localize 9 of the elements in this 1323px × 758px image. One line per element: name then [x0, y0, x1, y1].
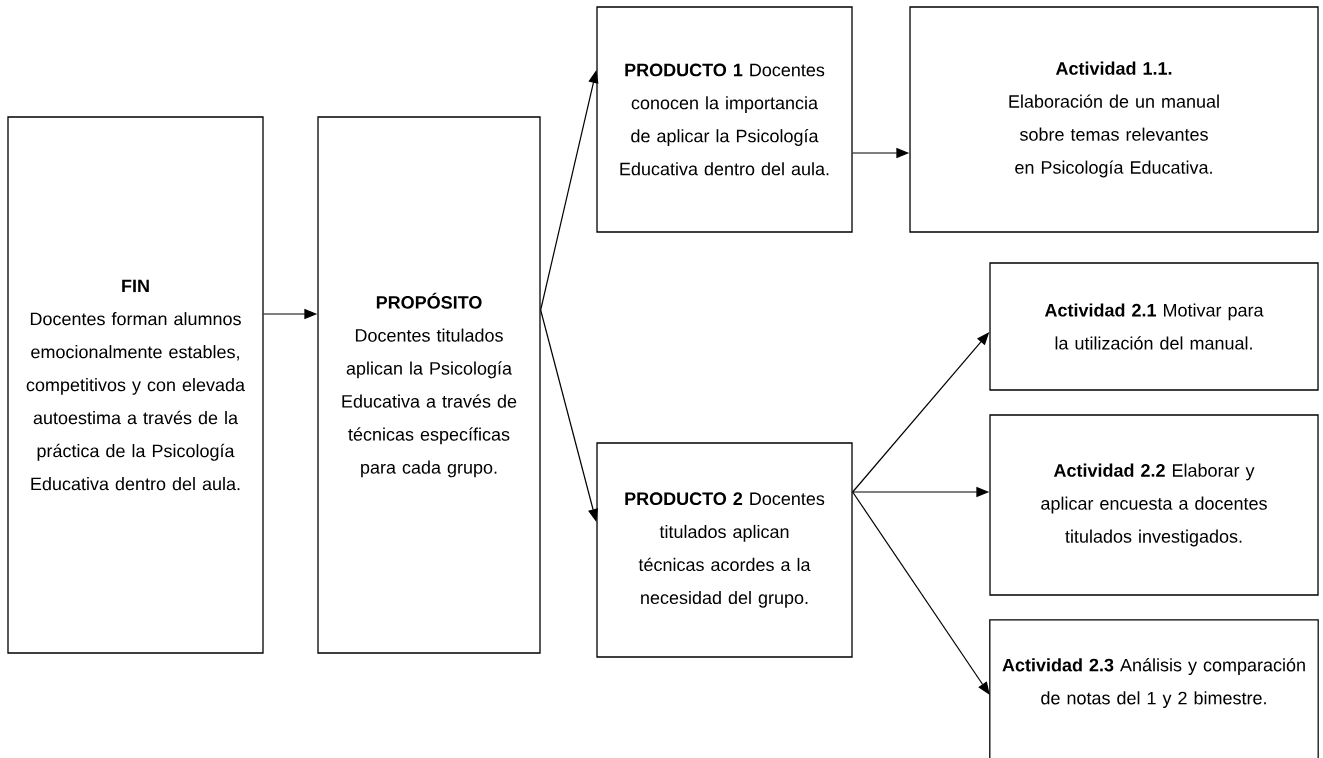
text-box: Actividad 2.2 Elaborar y aplicar encuesta a docentes titulados investigados. [989, 414, 1319, 596]
text-box: Actividad 2.3 Análisis y comparación de notas del 1 y 2 bimestre. [989, 619, 1319, 758]
arrow [852, 491, 990, 695]
text-box: Actividad 1.1. Elaboración de un manual sobre temas relevantes en Psicología Educativa. [909, 6, 1319, 233]
text-box: PROPÓSITO Docentes titulados aplican la Psicología Educativa a través de técnicas específicas para cada grupo. [317, 116, 541, 654]
text-box: PRODUCTO 1 Docentes conocen la importancia de aplicar la Psicología Educativa dentro del aula. [596, 6, 853, 233]
text-box: FIN Docentes forman alumnos emocionalmente estables, competitivos y con elevada autoestima a través de la práctica de la Psicología Educativa dentro del aula. [7, 116, 264, 654]
text-box: PRODUCTO 2 Docentes titulados aplican técnicas acordes a la necesidad del grupo. [596, 442, 853, 658]
text-box: Actividad 2.1 Motivar para la utilización del manual. [989, 262, 1319, 391]
